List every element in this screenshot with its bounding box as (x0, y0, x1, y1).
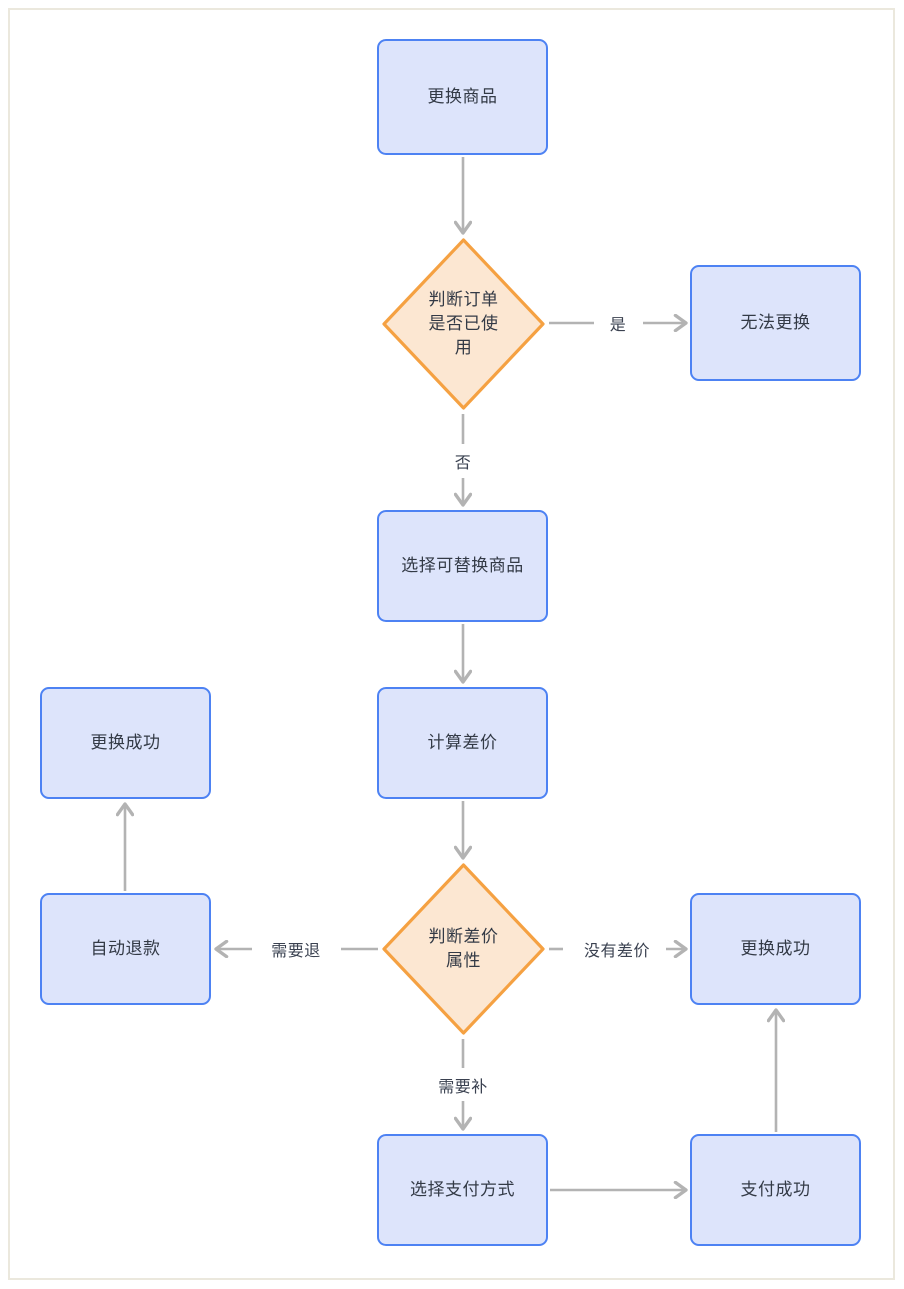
node-label: 判断差价 属性 (428, 926, 499, 970)
node-select-replaceable-product[interactable]: 选择可替换商品 (377, 510, 548, 622)
node-label: 选择支付方式 (410, 1179, 515, 1199)
node-calculate-price-difference[interactable]: 计算差价 (377, 687, 548, 799)
edge-label-yes: 是 (606, 311, 630, 335)
node-payment-success[interactable]: 支付成功 (690, 1134, 861, 1246)
diamond-shape (382, 863, 545, 1035)
edge-label-no: 否 (451, 449, 475, 473)
node-label: 判断订单 是否已使 用 (428, 289, 499, 358)
node-decision-order-used[interactable]: 判断订单 是否已使 用 (382, 238, 545, 410)
node-decision-price-difference[interactable]: 判断差价 属性 (382, 863, 545, 1035)
node-exchange-success-left[interactable]: 更换成功 (40, 687, 211, 799)
node-label: 支付成功 (740, 1179, 811, 1199)
node-select-payment-method[interactable]: 选择支付方式 (377, 1134, 548, 1246)
edge-label-no-price-difference: 没有差价 (580, 937, 654, 961)
node-label: 无法更换 (740, 312, 811, 332)
node-label: 更换成功 (90, 732, 161, 752)
node-label: 自动退款 (90, 938, 161, 958)
node-cannot-replace[interactable]: 无法更换 (690, 265, 861, 381)
node-label: 计算差价 (427, 732, 498, 752)
edge-label-need-payment: 需要补 (435, 1073, 491, 1097)
diamond-shape (382, 238, 545, 410)
node-exchange-success-right[interactable]: 更换成功 (690, 893, 861, 1005)
node-auto-refund[interactable]: 自动退款 (40, 893, 211, 1005)
node-label: 选择可替换商品 (401, 555, 524, 575)
edge-label-need-refund: 需要退 (268, 937, 324, 961)
node-replace-product[interactable]: 更换商品 (377, 39, 548, 155)
node-label: 更换成功 (740, 938, 811, 958)
node-label: 更换商品 (427, 86, 498, 106)
